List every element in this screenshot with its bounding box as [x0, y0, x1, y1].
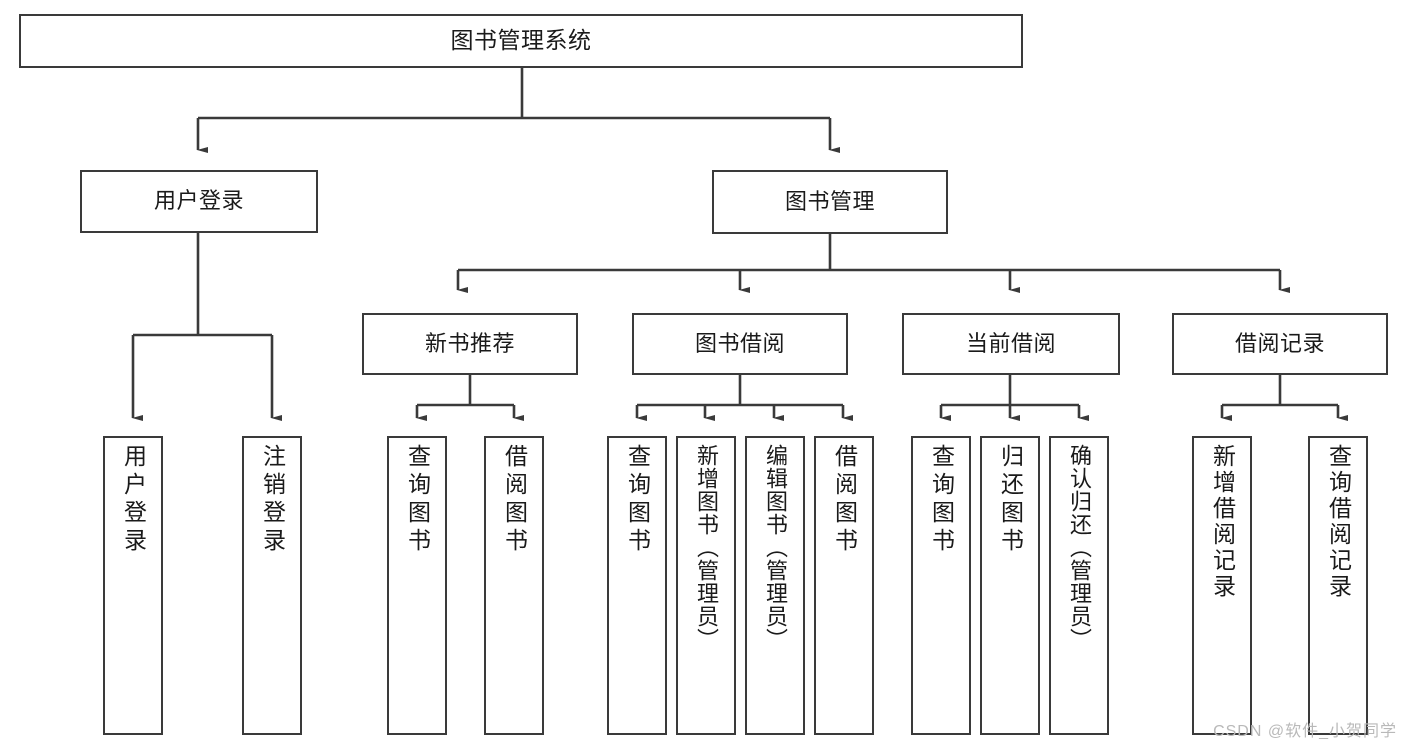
node-label: 借阅记录	[1234, 330, 1325, 356]
node-label: 确认归还（管理员）	[1067, 444, 1092, 651]
node-label: 编辑图书（管理员）	[763, 444, 788, 651]
node-root-book-management-system[interactable]: 图书管理系统	[19, 14, 1023, 68]
leaf-query-books-borrow[interactable]: 查询图书	[607, 436, 667, 735]
node-label: 注销登录	[259, 444, 286, 556]
node-label: 新增图书（管理员）	[694, 444, 719, 651]
node-label: 图书管理系统	[450, 27, 592, 54]
leaf-add-book-admin[interactable]: 新增图书（管理员）	[676, 436, 736, 735]
node-label: 借阅图书	[831, 444, 858, 556]
node-label: 当前借阅	[965, 330, 1056, 356]
leaf-add-borrow-record[interactable]: 新增借阅记录	[1192, 436, 1252, 735]
node-book-management[interactable]: 图书管理	[712, 170, 948, 234]
leaf-user-login[interactable]: 用户登录	[103, 436, 163, 735]
node-user-login[interactable]: 用户登录	[80, 170, 318, 233]
node-label: 归还图书	[997, 444, 1024, 556]
node-borrow-records[interactable]: 借阅记录	[1172, 313, 1388, 375]
watermark: CSDN @软件_小贺同学	[1213, 723, 1397, 740]
node-book-borrowing[interactable]: 图书借阅	[632, 313, 848, 375]
node-new-book-recommendation[interactable]: 新书推荐	[362, 313, 578, 375]
leaf-logout[interactable]: 注销登录	[242, 436, 302, 735]
node-label: 查询借阅记录	[1325, 444, 1352, 600]
leaf-borrow-books[interactable]: 借阅图书	[814, 436, 874, 735]
leaf-confirm-return-admin[interactable]: 确认归还（管理员）	[1049, 436, 1109, 735]
leaf-edit-book-admin[interactable]: 编辑图书（管理员）	[745, 436, 805, 735]
node-label: 新增借阅记录	[1209, 444, 1236, 600]
node-label: 新书推荐	[424, 330, 515, 356]
node-label: 查询图书	[928, 444, 955, 556]
node-label: 借阅图书	[501, 444, 528, 556]
leaf-query-books-new[interactable]: 查询图书	[387, 436, 447, 735]
leaf-query-books-current[interactable]: 查询图书	[911, 436, 971, 735]
leaf-borrow-books-new[interactable]: 借阅图书	[484, 436, 544, 735]
node-label: 用户登录	[153, 188, 244, 214]
node-label: 查询图书	[624, 444, 651, 556]
node-current-borrowing[interactable]: 当前借阅	[902, 313, 1120, 375]
node-label: 图书管理	[784, 188, 875, 214]
node-label: 查询图书	[404, 444, 431, 556]
leaf-query-borrow-record[interactable]: 查询借阅记录	[1308, 436, 1368, 735]
node-label: 用户登录	[120, 444, 147, 556]
leaf-return-books[interactable]: 归还图书	[980, 436, 1040, 735]
node-label: 图书借阅	[694, 330, 785, 356]
